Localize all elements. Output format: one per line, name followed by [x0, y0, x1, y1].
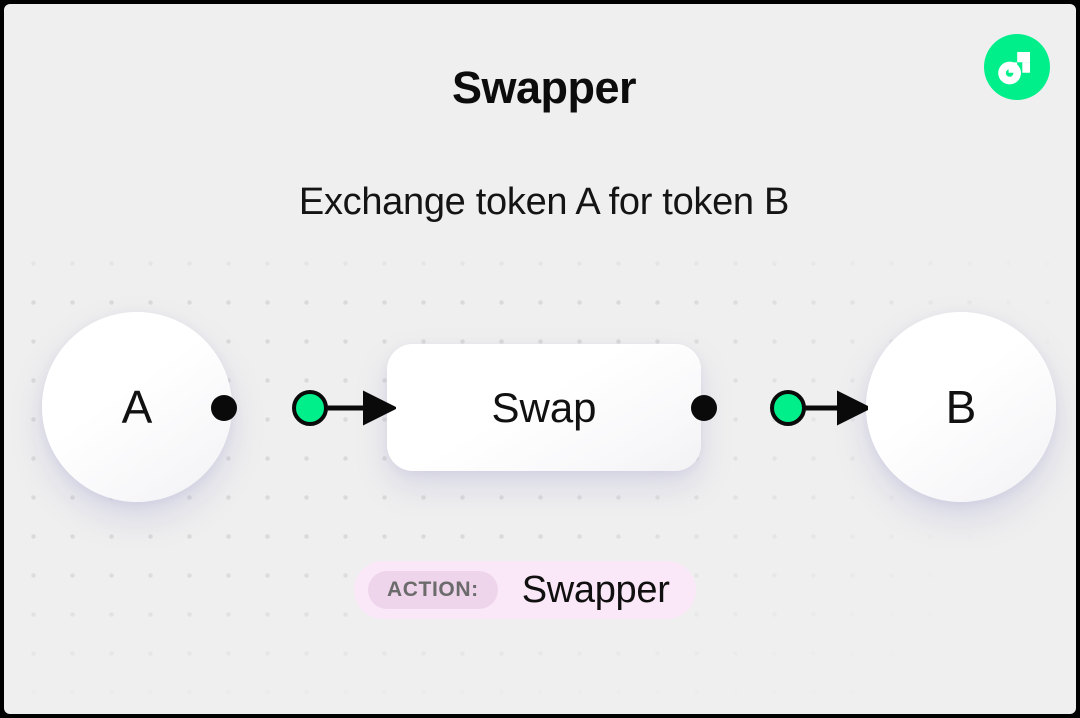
page-title: Swapper — [451, 62, 637, 113]
token-node-b[interactable]: B — [866, 312, 1056, 502]
flow-logo-icon — [984, 34, 1050, 100]
edge-source-dot — [691, 395, 717, 421]
token-node-a[interactable]: A — [42, 312, 232, 502]
action-badge-key: ACTION: — [368, 571, 498, 609]
edge-midpoint-dot — [770, 390, 806, 426]
action-badge: ACTION: Swapper — [354, 561, 696, 619]
token-node-b-label: B — [945, 381, 977, 433]
token-node-a-label: A — [121, 381, 153, 433]
edge-midpoint-dot — [292, 390, 328, 426]
action-badge-value: Swapper — [521, 568, 670, 611]
edge-source-dot — [211, 395, 237, 421]
page-subtitle: Exchange token A for token B — [298, 181, 790, 223]
swap-node[interactable]: Swap — [387, 344, 701, 471]
edge-a-to-swap[interactable] — [204, 382, 396, 434]
edge-swap-to-b[interactable] — [690, 382, 868, 434]
swap-node-label: Swap — [491, 383, 597, 431]
